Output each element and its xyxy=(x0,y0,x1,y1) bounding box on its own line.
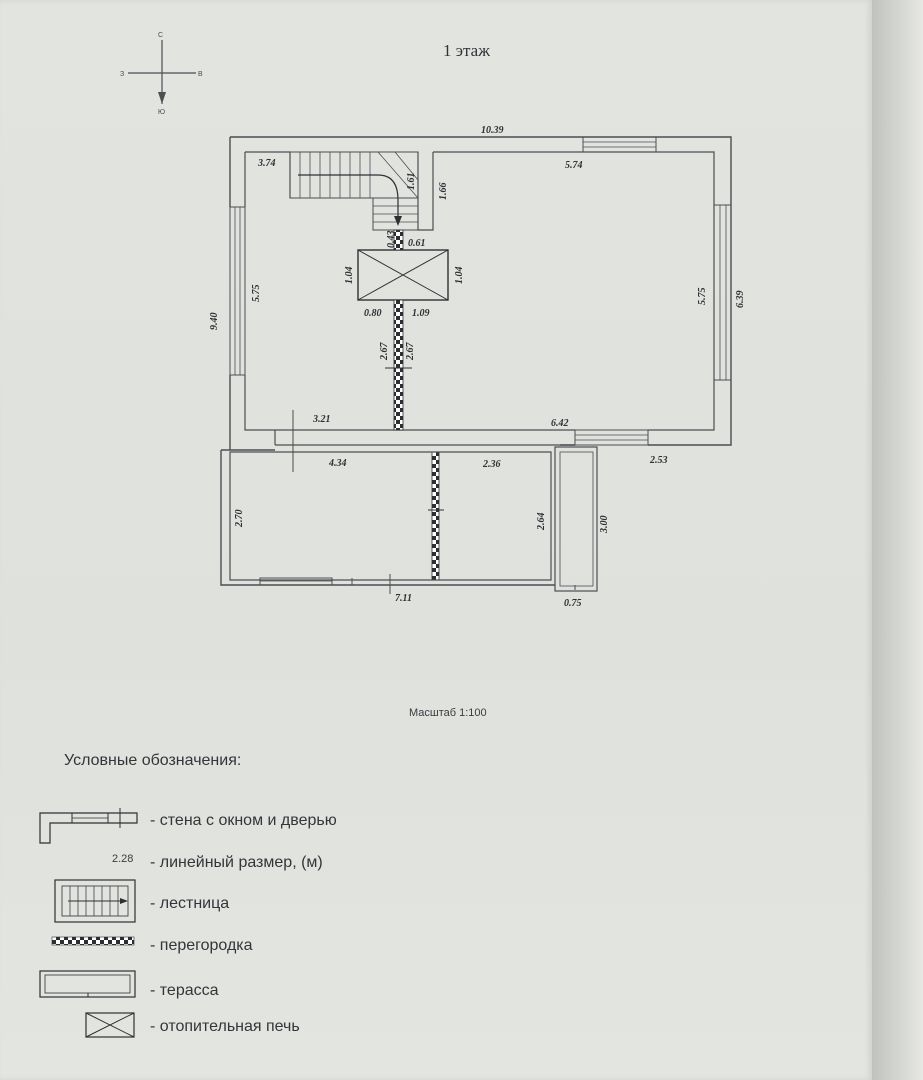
dim-partition-len-a: 2.67 xyxy=(379,342,390,362)
compass-east: В xyxy=(198,71,203,78)
dim-partition-right: 1.09 xyxy=(412,308,430,319)
staircase-icon xyxy=(54,879,136,923)
dim-mid-right: 6.42 xyxy=(551,418,569,429)
dim-stair-depth: 1.61 xyxy=(406,173,417,191)
dim-stair-side: 1.66 xyxy=(438,183,449,201)
dim-right-total-h: 6.39 xyxy=(735,291,746,309)
dim-partition-left: 0.80 xyxy=(364,308,382,319)
legend-label-stove: - отопительная печь xyxy=(150,1018,300,1035)
paper-edge xyxy=(872,0,923,1080)
legend-label-terrace: - терасса xyxy=(150,982,219,999)
dim-lower-right-w: 2.36 xyxy=(482,459,501,470)
dim-lower-right-h: 2.64 xyxy=(536,513,547,532)
floor-title: 1 этаж xyxy=(443,41,490,60)
dim-left-room-h: 5.75 xyxy=(251,285,262,303)
heating-stove-icon xyxy=(85,1012,135,1038)
scale-label: Масштаб 1:100 xyxy=(409,707,487,719)
dim-terrace-w: 0.75 xyxy=(564,598,582,609)
dim-left-room-top: 3.74 xyxy=(257,158,276,169)
dim-top-total: 10.39 xyxy=(481,125,504,136)
lower-rooms xyxy=(220,449,555,594)
legend-label-partition: - перегородка xyxy=(150,937,253,954)
compass-west: З xyxy=(120,71,124,78)
heating-stove xyxy=(357,249,449,301)
wall-window-door-icon xyxy=(39,808,138,844)
dim-right-step: 2.53 xyxy=(649,455,668,466)
dim-left-total-h: 9.40 xyxy=(209,313,220,331)
partitions xyxy=(385,229,444,581)
staircase xyxy=(289,151,419,231)
exterior-walls xyxy=(229,136,732,472)
dim-terrace-h: 3.00 xyxy=(599,516,610,535)
terrace xyxy=(554,446,598,592)
dim-lower-left-w: 4.34 xyxy=(328,458,347,469)
compass-north: С xyxy=(158,32,163,39)
dimension-labels: 10.39 3.74 5.74 1.61 1.66 0.43 0.61 1.04… xyxy=(209,125,746,609)
compass-south: Ю xyxy=(158,109,165,116)
dim-bottom-total: 7.11 xyxy=(395,593,412,604)
dim-partition-len-b: 2.67 xyxy=(405,342,416,362)
dim-mid-left: 3.21 xyxy=(312,414,331,425)
dim-stove-right: 0.61 xyxy=(408,238,426,249)
dim-stove-right-h: 1.04 xyxy=(454,267,465,285)
compass-icon: С Ю З В xyxy=(120,32,203,116)
terrace-icon xyxy=(39,970,136,998)
dim-gap-small: 0.43 xyxy=(386,231,397,249)
dim-stove-left-h: 1.04 xyxy=(344,267,355,285)
legend-title: Условные обозначения: xyxy=(64,752,242,769)
partition-icon xyxy=(51,936,135,946)
legend-label-stairs: - лестница xyxy=(150,895,230,912)
dim-right-room-top: 5.74 xyxy=(565,160,583,171)
dim-right-room-h: 5.75 xyxy=(697,288,708,306)
legend-label-dimension: - линейный размер, (м) xyxy=(150,854,323,871)
dim-lower-left-h: 2.70 xyxy=(234,510,245,529)
legend-label-wall: - стена с окном и дверью xyxy=(150,812,337,829)
legend-dimension-sample: 2.28 xyxy=(112,853,134,865)
